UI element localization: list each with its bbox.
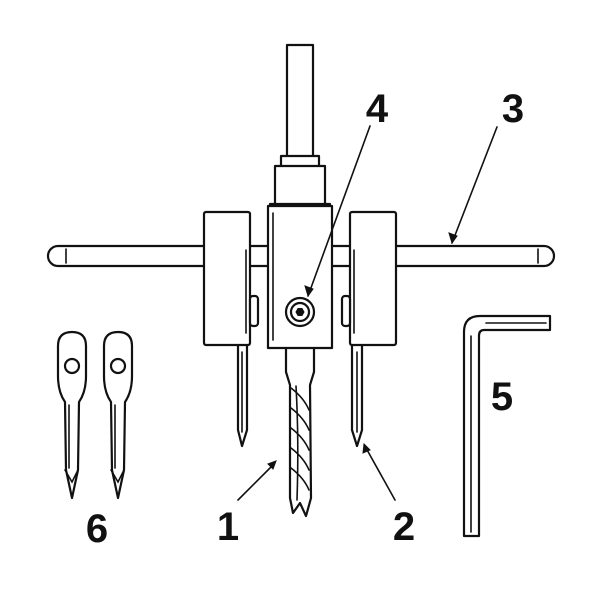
drill-bit	[284, 343, 316, 518]
shank	[268, 43, 332, 216]
cutter-blade	[340, 210, 398, 448]
allen-key	[462, 314, 552, 538]
label-part-3: 3	[502, 87, 524, 131]
leader-lines	[237, 125, 498, 501]
label-part-5: 5	[491, 375, 513, 419]
hex-set-screw	[284, 296, 316, 328]
center-body	[266, 204, 334, 350]
spare-blades	[56, 330, 134, 500]
label-part-4: 4	[366, 87, 389, 131]
spare-blade-right	[102, 330, 134, 500]
left-blade-assembly	[202, 210, 260, 448]
spare-blade-left	[56, 330, 88, 500]
label-part-1: 1	[217, 505, 239, 549]
label-part-6: 6	[86, 507, 108, 551]
label-part-2: 2	[393, 505, 415, 549]
